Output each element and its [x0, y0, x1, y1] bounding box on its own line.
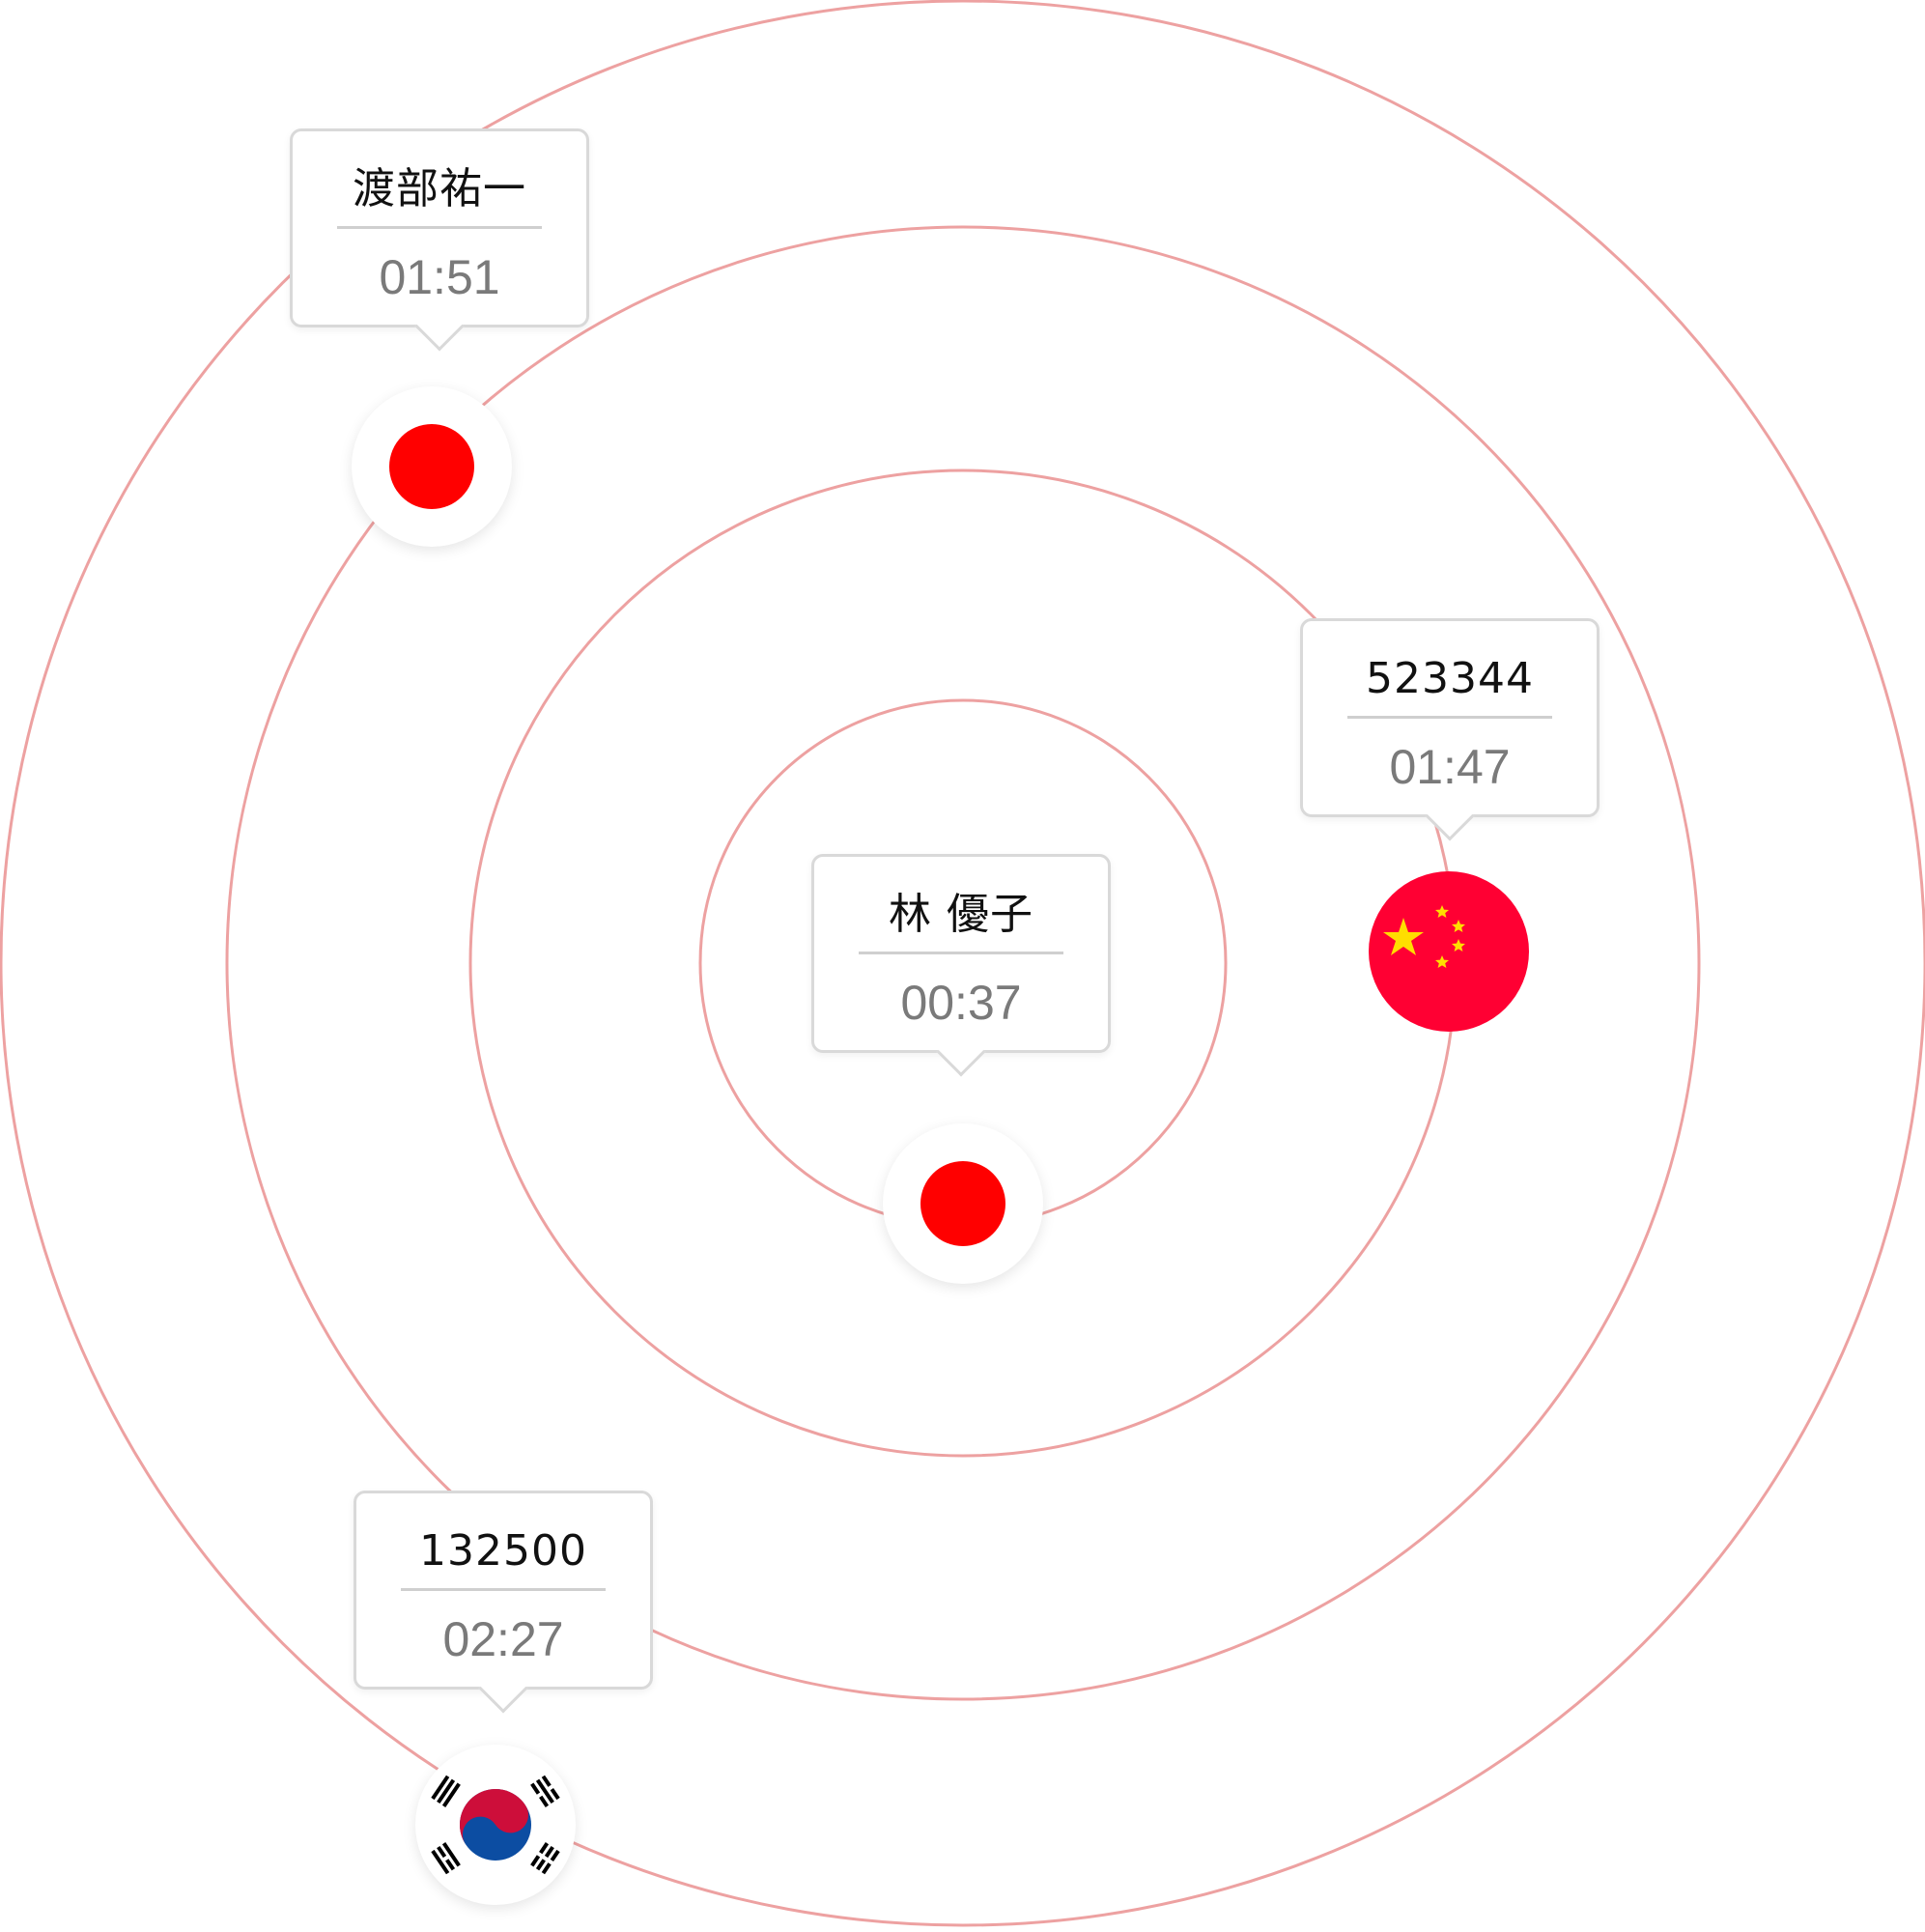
player-time: 01:47 [1389, 740, 1511, 794]
tooltip-divider [1347, 716, 1552, 719]
player-time: 02:27 [442, 1612, 564, 1666]
player-marker[interactable] [415, 1745, 576, 1905]
japan-flag-icon [389, 424, 474, 509]
tooltip-divider [337, 226, 542, 229]
tooltip-divider [401, 1588, 606, 1591]
tooltip-divider [859, 952, 1063, 954]
player-name: 林 優子 [889, 890, 1033, 939]
china-flag-icon [1369, 871, 1529, 1032]
ring-third [225, 225, 1701, 1701]
player-name: 渡部祐一 [353, 164, 526, 213]
south-korea-flag-icon [431, 1775, 560, 1875]
player-tooltip[interactable]: 523344 01:47 [1300, 618, 1599, 841]
player-tooltip[interactable]: 林 優子 00:37 [811, 854, 1111, 1077]
player-tooltip[interactable]: 132500 02:27 [354, 1491, 653, 1714]
player-time: 00:37 [900, 976, 1022, 1030]
player-marker[interactable] [1369, 871, 1529, 1032]
player-name: 523344 [1366, 654, 1534, 703]
japan-flag-icon [920, 1161, 1005, 1246]
player-marker[interactable] [352, 386, 512, 547]
player-time: 01:51 [379, 250, 500, 304]
player-tooltip[interactable]: 渡部祐一 01:51 [290, 128, 589, 352]
player-name: 132500 [419, 1526, 587, 1576]
player-marker[interactable] [883, 1123, 1043, 1284]
